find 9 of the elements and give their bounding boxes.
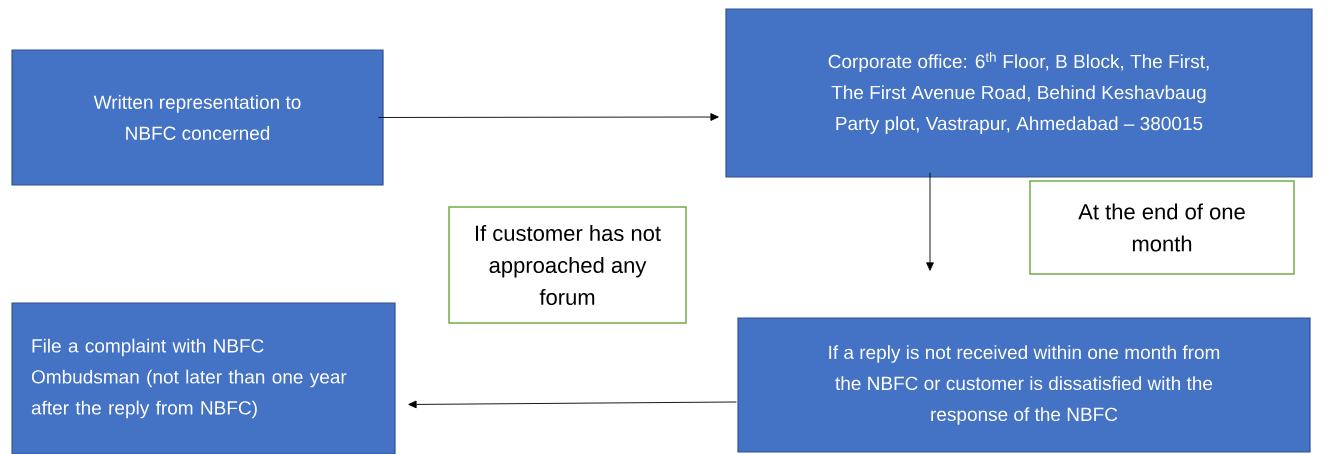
process-box: Written representation to NBFC concerned <box>11 49 384 186</box>
arrow <box>378 113 719 121</box>
process-box: Corporate office: 6$^{th}$ Floor, B Block, The First, The First Avenue Road, Behind Keshavbaug Party plot, Vastrapur, Ahmedabad – 380015 <box>725 8 1313 178</box>
note-box: If customer has not approached any forum <box>448 206 687 324</box>
arrow <box>408 400 737 409</box>
process-box: File a complaint with NBFC Ombudsman (not later than one year after the reply from NBFC) <box>11 302 396 454</box>
process-box: If a reply is not received within one month from the NBFC or customer is dissatisfied with the response of the NBFC <box>737 317 1311 453</box>
note-box: At the end of one month <box>1029 180 1295 275</box>
arrow <box>926 172 934 271</box>
